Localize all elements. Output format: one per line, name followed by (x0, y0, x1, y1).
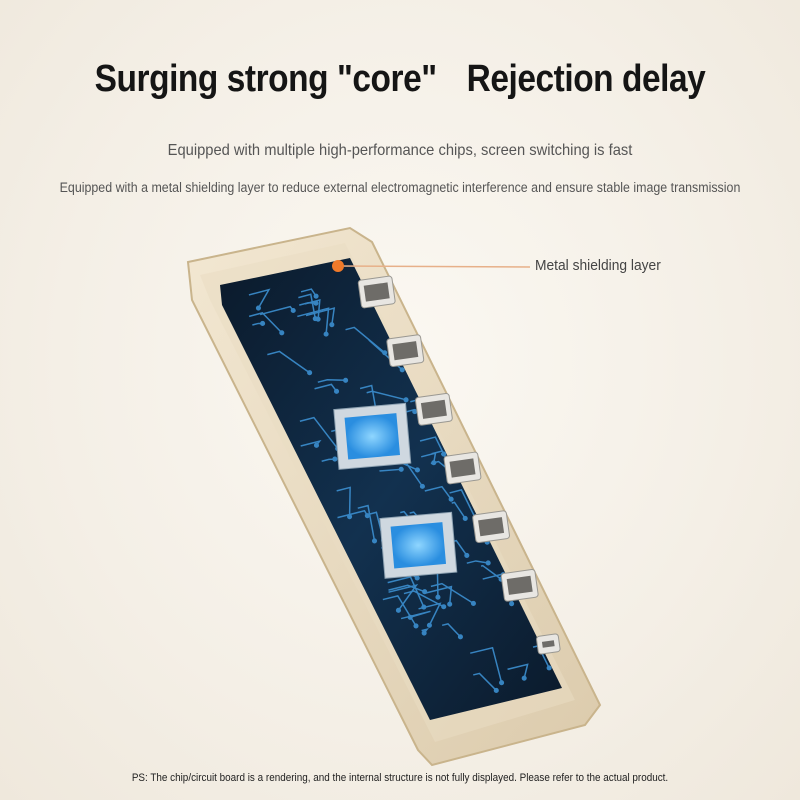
circuit-trace (304, 298, 321, 320)
trace-via (403, 397, 409, 403)
trace-via (447, 601, 453, 607)
trace-via (307, 370, 313, 376)
trace-via (435, 594, 441, 600)
circuit-trace (336, 486, 351, 517)
hdmi-port (386, 334, 425, 368)
circuit-trace (248, 312, 283, 334)
circuit-trace (357, 504, 376, 542)
circuit-trace (305, 307, 336, 325)
trace-via (313, 442, 320, 448)
trace-via (395, 607, 401, 613)
trace-via (290, 307, 296, 314)
trace-via (313, 293, 319, 299)
circuit-trace (441, 623, 461, 638)
shielding-label: Metal shielding layer (535, 257, 661, 274)
hdmi-port (415, 392, 453, 426)
trace-via (333, 388, 340, 394)
trace-via (323, 331, 329, 337)
circuit-trace (473, 672, 497, 691)
circuit-trace (388, 584, 425, 593)
trace-via (414, 467, 420, 473)
trace-via (398, 466, 404, 472)
trace-via (485, 560, 491, 566)
chip (379, 511, 458, 579)
title-right: Rejection delay (466, 58, 706, 100)
circuit-trace (297, 307, 330, 335)
trace-via (419, 483, 425, 489)
circuit-trace (300, 288, 317, 297)
trace-via (315, 316, 321, 322)
circuit-trace (299, 416, 339, 450)
circuit-trace (430, 582, 474, 605)
trace-via (332, 456, 338, 462)
trace-via (431, 460, 437, 466)
trace-via (464, 552, 470, 558)
trace-via (422, 589, 428, 595)
hdmi-port (472, 510, 510, 544)
circuit-trace (451, 501, 466, 519)
circuit-trace (317, 378, 346, 383)
trace-via (371, 538, 378, 544)
circuit-trace (388, 584, 419, 611)
circuit-trace (248, 288, 271, 309)
subtitle-shielding: Equipped with a metal shielding layer to… (59, 180, 741, 195)
trace-via (441, 451, 447, 457)
title-left: Surging strong "core" (94, 58, 437, 100)
circuit-trace (382, 594, 417, 627)
trace-via (509, 601, 515, 607)
callout-dot (332, 260, 344, 272)
trace-via (426, 622, 432, 628)
trace-via (421, 630, 427, 636)
trace-via (260, 320, 266, 327)
footer-note: PS: The chip/circuit board is a renderin… (131, 772, 669, 784)
circuit-trace (387, 576, 425, 608)
circuit-trace (314, 383, 338, 392)
circuit-trace (403, 590, 445, 608)
circuit-trace (298, 293, 317, 319)
hdmi-port (500, 568, 539, 602)
subtitle-chips: Equipped with multiple high-performance … (167, 142, 633, 159)
trace-via (343, 377, 349, 383)
circuit-trace (379, 468, 402, 472)
circuit-trace (480, 564, 502, 580)
trace-via (457, 634, 463, 640)
trace-via (499, 680, 505, 686)
trace-via (329, 322, 335, 328)
circuit-trace (425, 585, 453, 605)
chip (333, 402, 412, 470)
circuit-trace (507, 663, 529, 679)
trace-via (399, 367, 405, 373)
trace-via (470, 600, 476, 606)
trace-via (412, 409, 418, 415)
circuit-trace (267, 350, 311, 374)
trace-via (441, 604, 447, 610)
circuit-trace (424, 485, 452, 500)
trace-via (413, 623, 419, 629)
hdmi-port (443, 451, 482, 485)
trace-via (347, 514, 353, 520)
usb-port (536, 633, 561, 655)
circuit-trace (466, 560, 489, 564)
page-title: Surging strong "core" Rejection delay (48, 58, 752, 101)
trace-via (462, 515, 468, 521)
circuit-trace (470, 646, 503, 683)
trace-via (364, 513, 370, 519)
trace-via (414, 575, 420, 581)
trace-via (493, 687, 499, 694)
trace-via (279, 330, 285, 336)
trace-via (421, 604, 427, 610)
circuit-trace (449, 489, 477, 519)
trace-via (448, 496, 454, 502)
hdmi-port (357, 275, 396, 309)
shielding-callout (332, 260, 531, 272)
trace-via (521, 675, 527, 681)
trace-via (546, 665, 552, 671)
trace-via (255, 305, 261, 311)
